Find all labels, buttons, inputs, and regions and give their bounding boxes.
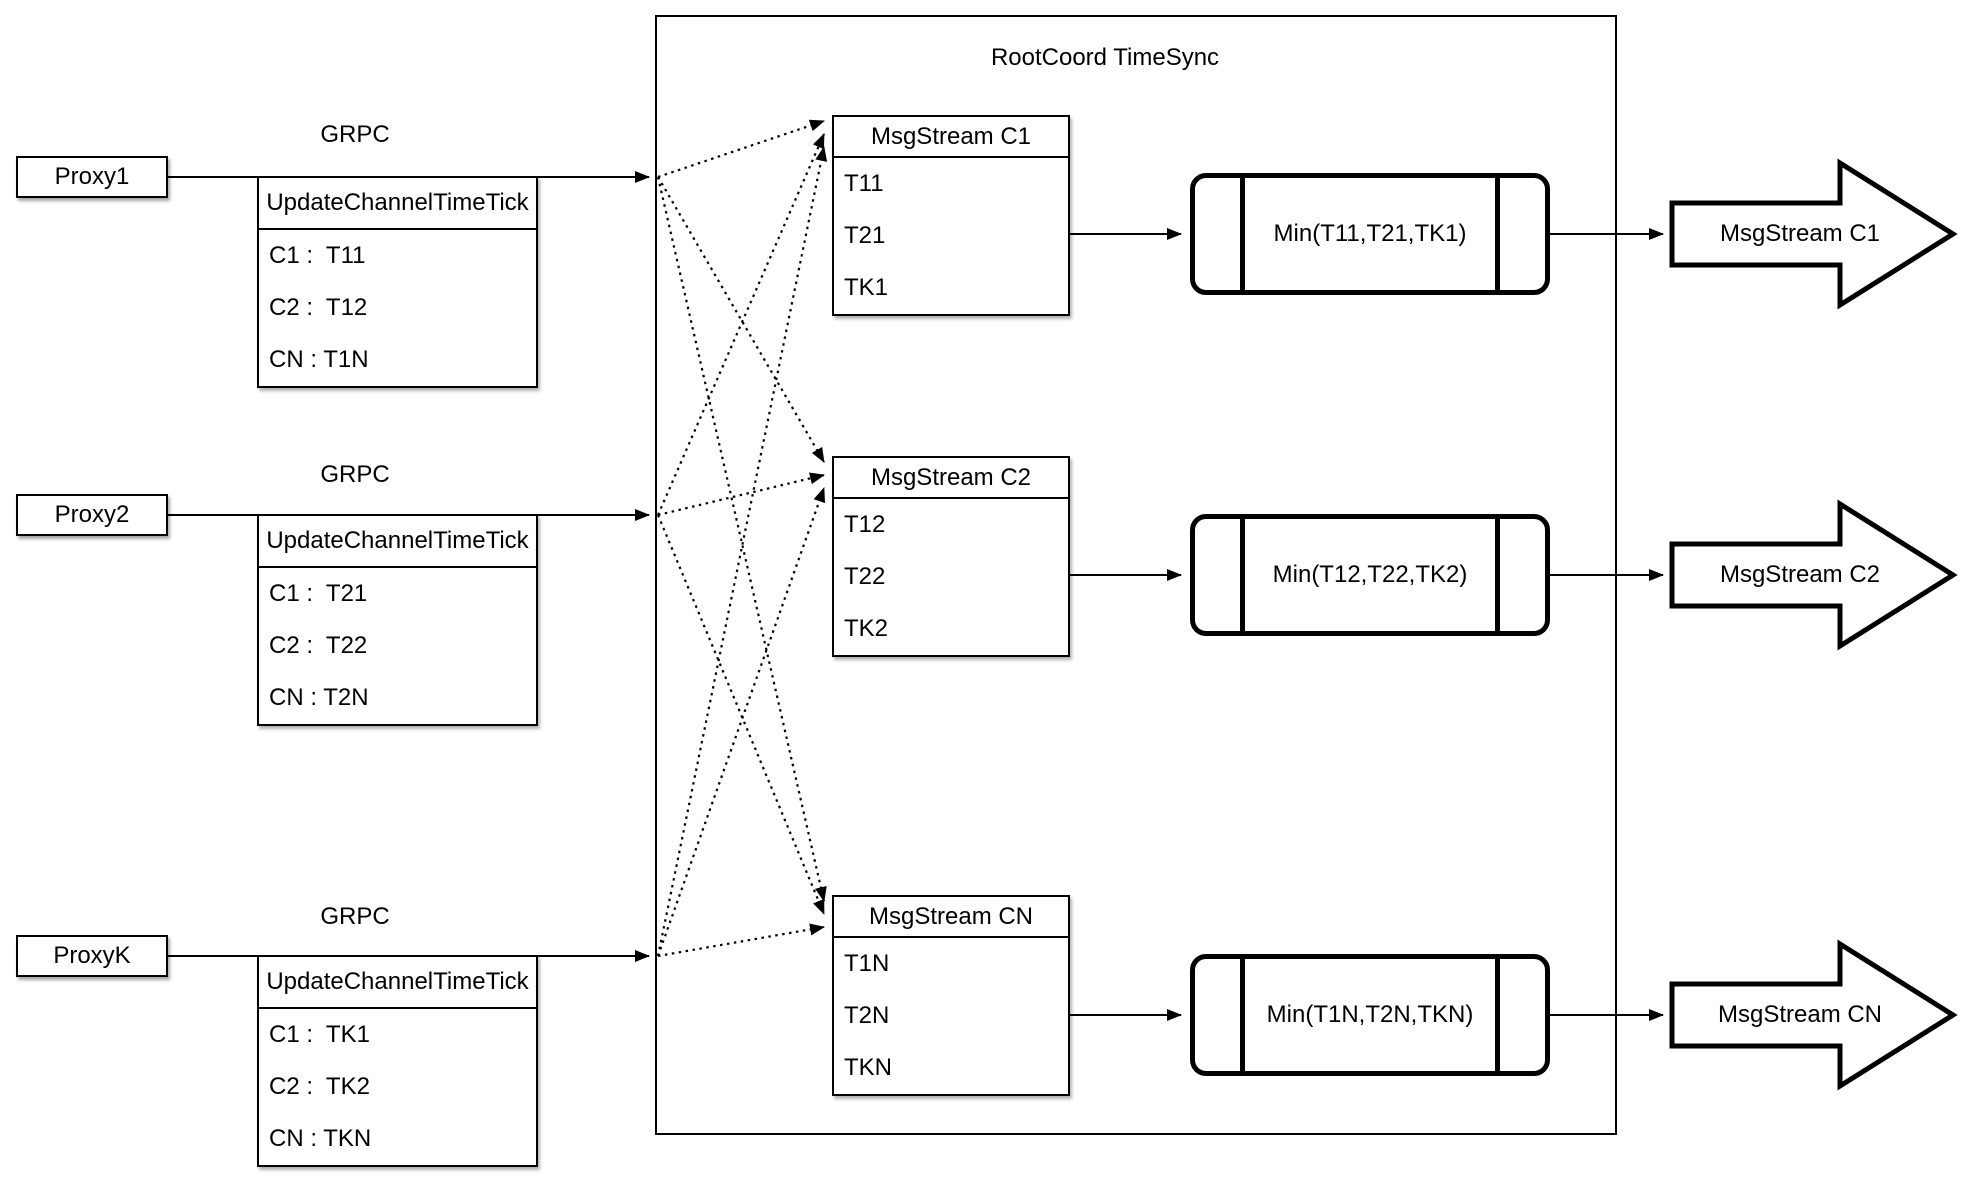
dotted-arrow-p2-cn xyxy=(656,514,826,915)
proxy2-table-header: UpdateChannelTimeTick xyxy=(259,516,536,568)
rootcoord-timesync-title: RootCoord TimeSync xyxy=(990,44,1220,71)
msgstream-cn-table: MsgStream CN T1N T2N TKN xyxy=(832,895,1070,1096)
proxyk-box: ProxyK xyxy=(16,935,168,977)
table-row: T11 xyxy=(844,170,884,197)
table-row: C1 : T21 xyxy=(269,580,368,607)
table-row: T21 xyxy=(844,222,886,249)
table-row: C2 : TK2 xyxy=(269,1073,370,1100)
table-row: C1 : TK1 xyxy=(269,1021,370,1048)
min-c1-label: Min(T11,T21,TK1) xyxy=(1273,220,1467,247)
proxy1-label: Proxy1 xyxy=(54,163,130,190)
table-row: TKN xyxy=(844,1054,892,1081)
dotted-arrow-pk-c1 xyxy=(656,146,828,957)
table-row: T22 xyxy=(844,563,886,590)
table-row: CN : TKN xyxy=(269,1125,372,1152)
table-row: T12 xyxy=(844,511,886,538)
min-c2-process: Min(T12,T22,TK2) xyxy=(1190,514,1550,636)
proxy1-table-header: UpdateChannelTimeTick xyxy=(259,178,536,230)
msgstream-cn-out-label: MsgStream CN xyxy=(1717,1001,1883,1028)
proxy2-timetick-table: UpdateChannelTimeTick C1 : T21 C2 : T22 … xyxy=(257,514,538,726)
msgstream-c1-header: MsgStream C1 xyxy=(834,117,1068,158)
table-row: TK1 xyxy=(844,274,889,301)
dotted-arrow-pk-cn xyxy=(657,923,825,958)
process-cap-left xyxy=(1240,519,1245,631)
table-row: T2N xyxy=(844,1002,890,1029)
min-cn-label: Min(T1N,T2N,TKN) xyxy=(1266,1001,1474,1028)
min-c1-process: Min(T11,T21,TK1) xyxy=(1190,173,1550,295)
proxyk-label: ProxyK xyxy=(53,942,131,969)
dotted-arrow-pk-c2 xyxy=(656,487,826,957)
table-row: CN : T2N xyxy=(269,684,369,711)
min-c2-label: Min(T12,T22,TK2) xyxy=(1272,561,1468,588)
process-cap-right xyxy=(1495,178,1500,290)
min-cn-process: Min(T1N,T2N,TKN) xyxy=(1190,954,1550,1076)
timetick-fanout-arrows xyxy=(656,119,828,958)
table-row: C2 : T22 xyxy=(269,632,368,659)
table-row: C2 : T12 xyxy=(269,294,368,321)
dotted-arrow-p2-c1 xyxy=(656,133,826,516)
msgstream-c2-header: MsgStream C2 xyxy=(834,458,1068,499)
proxyk-table-header: UpdateChannelTimeTick xyxy=(259,957,536,1009)
msgstream-c2-out-label: MsgStream C2 xyxy=(1719,561,1881,588)
dotted-arrow-p1-cn xyxy=(656,176,827,902)
process-cap-right xyxy=(1495,959,1500,1071)
proxy2-box: Proxy2 xyxy=(16,494,168,536)
msgstream-cn-block-arrow xyxy=(1669,939,1958,1091)
proxy2-label: Proxy2 xyxy=(54,501,130,528)
table-row: TK2 xyxy=(844,615,889,642)
dotted-arrow-p1-c1 xyxy=(657,119,825,179)
table-row: T1N xyxy=(844,950,890,977)
proxy1-grpc-label: GRPC xyxy=(320,121,390,148)
proxyk-timetick-table: UpdateChannelTimeTick C1 : TK1 C2 : TK2 … xyxy=(257,955,538,1167)
proxy1-box: Proxy1 xyxy=(16,156,168,198)
proxyk-grpc-label: GRPC xyxy=(320,903,390,930)
table-row: C1 : T11 xyxy=(269,242,366,269)
proxy1-timetick-table: UpdateChannelTimeTick C1 : T11 C2 : T12 … xyxy=(257,176,538,388)
dotted-arrow-p1-c2 xyxy=(657,176,825,463)
msgstream-c1-out-label: MsgStream C1 xyxy=(1719,220,1881,247)
process-cap-left xyxy=(1240,178,1245,290)
proxy2-grpc-label: GRPC xyxy=(320,461,390,488)
process-cap-right xyxy=(1495,519,1500,631)
msgstream-c1-block-arrow xyxy=(1669,158,1958,310)
msgstream-c2-block-arrow xyxy=(1669,499,1958,651)
dotted-arrow-p2-c2 xyxy=(657,472,825,517)
msgstream-c2-table: MsgStream C2 T12 T22 TK2 xyxy=(832,456,1070,657)
table-row: CN : T1N xyxy=(269,346,369,373)
process-cap-left xyxy=(1240,959,1245,1071)
msgstream-c1-table: MsgStream C1 T11 T21 TK1 xyxy=(832,115,1070,316)
msgstream-cn-header: MsgStream CN xyxy=(834,897,1068,938)
